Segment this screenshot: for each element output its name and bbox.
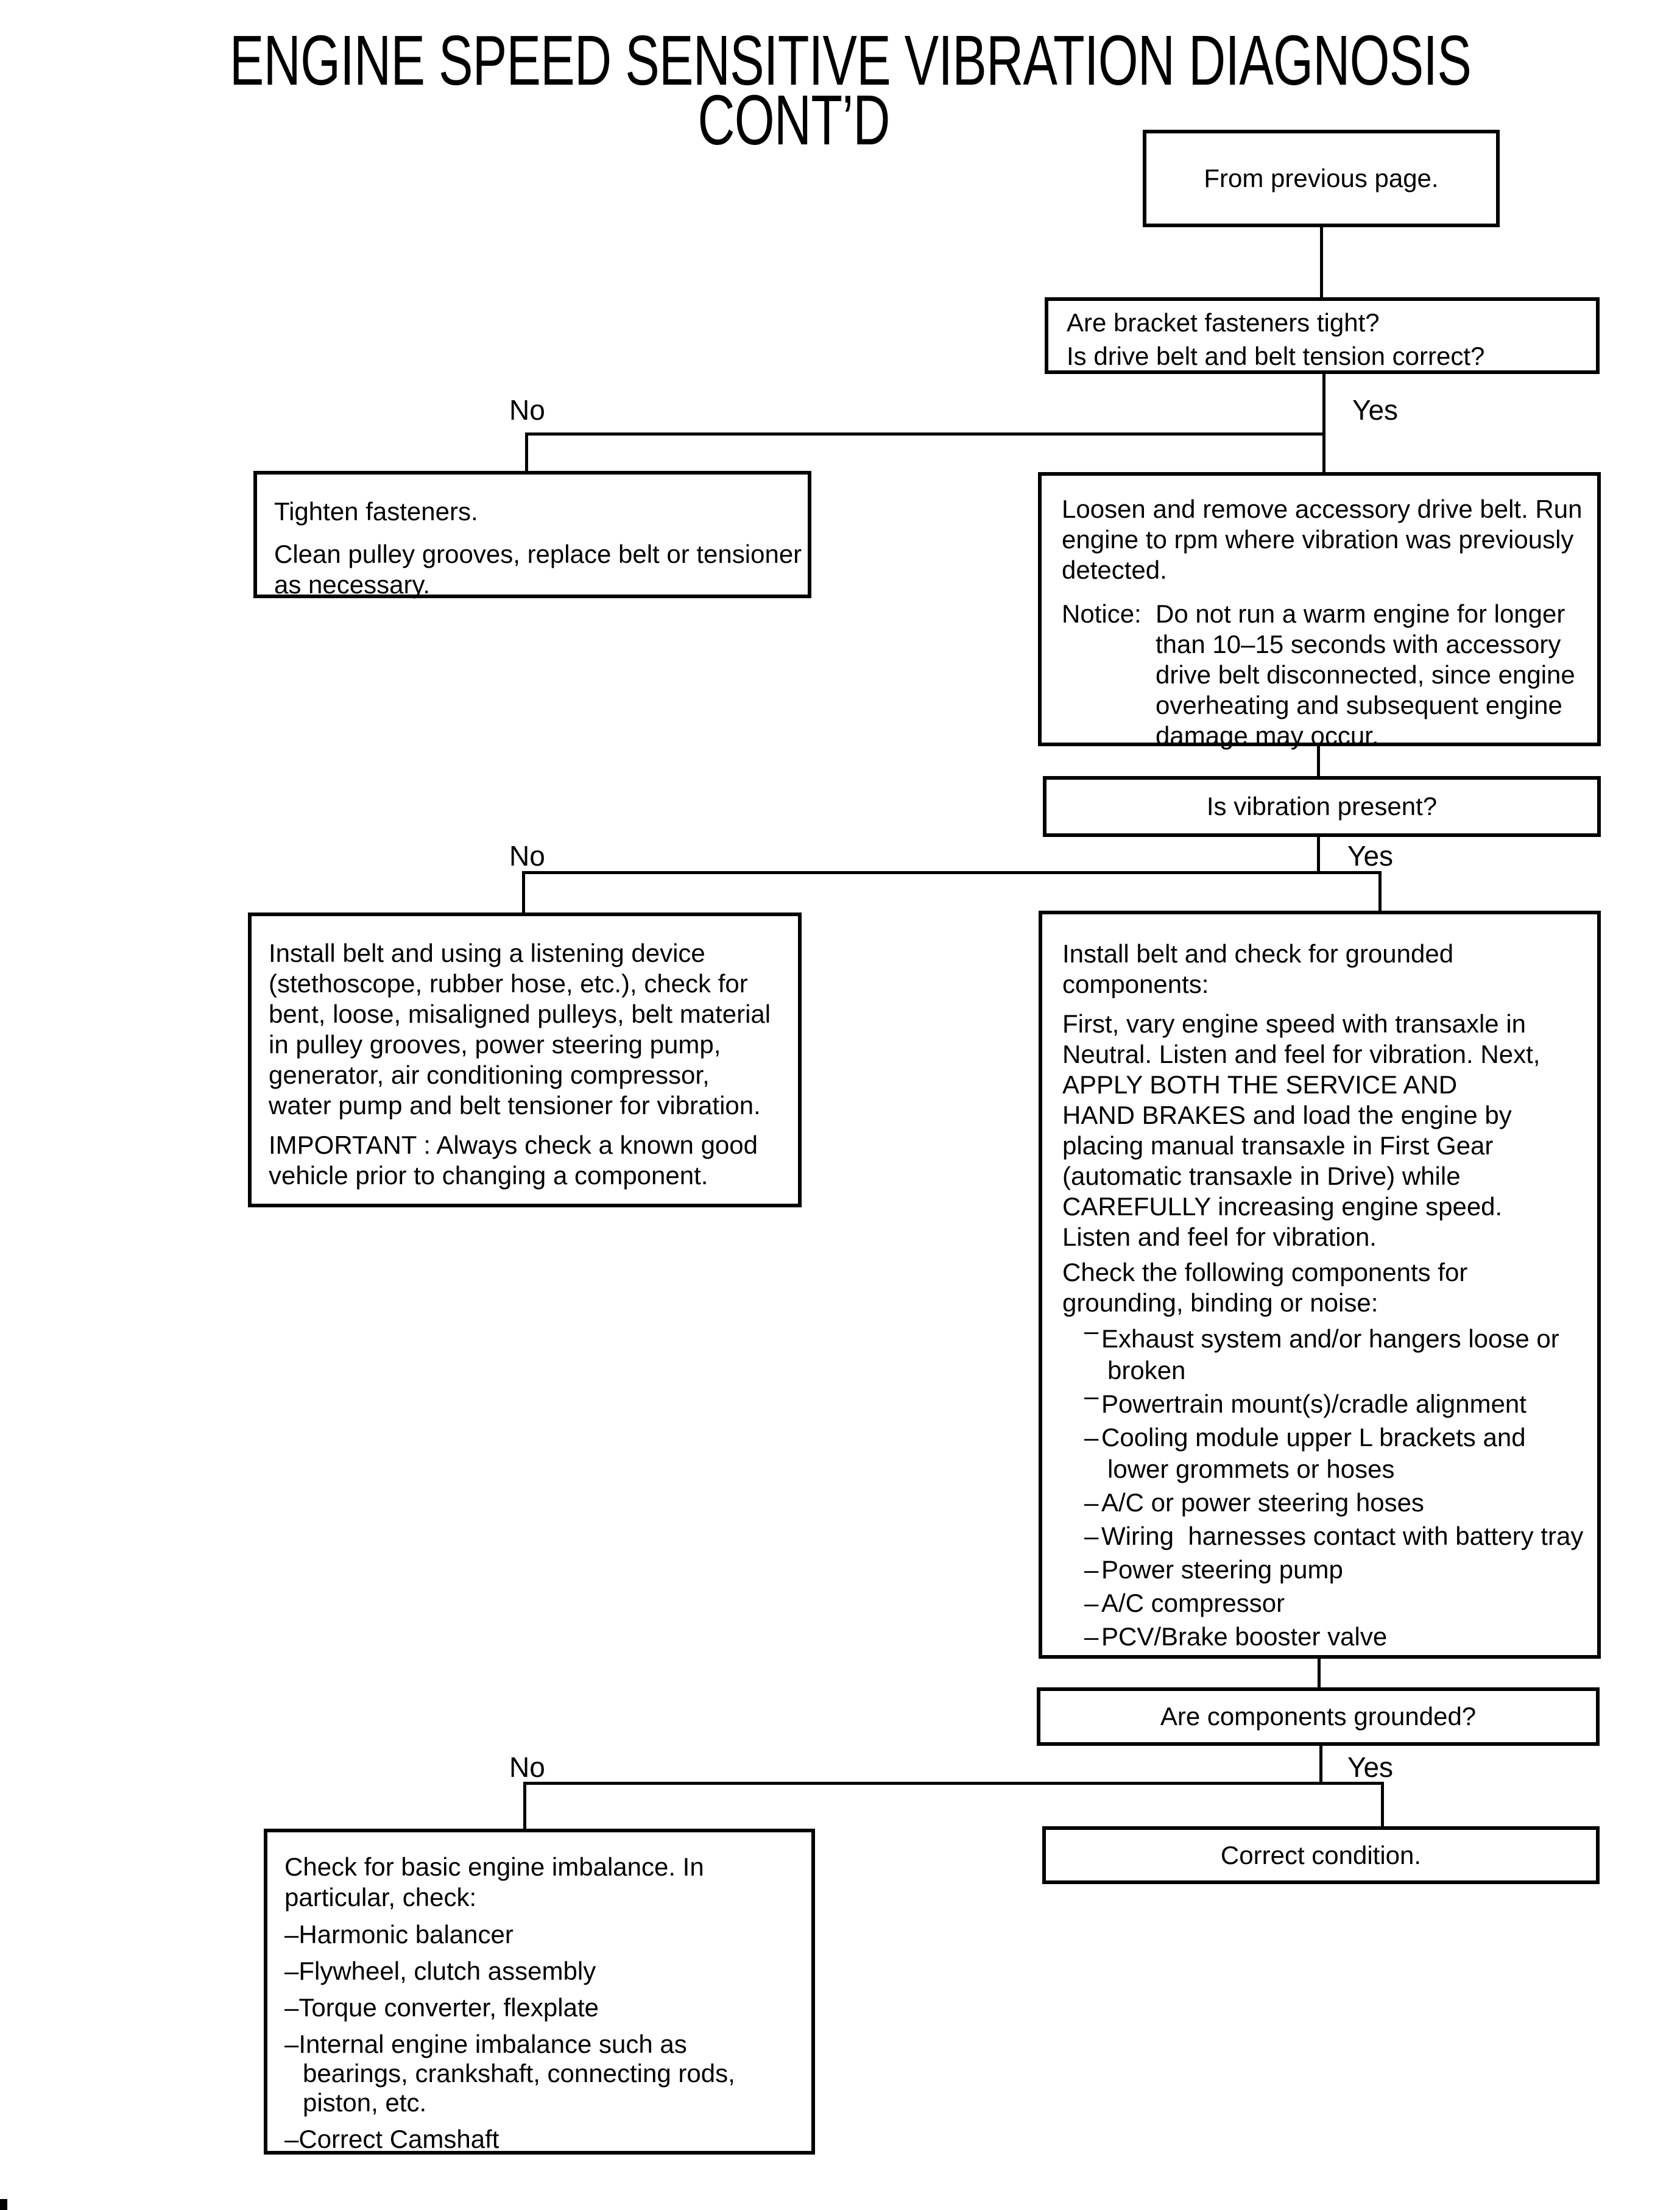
page-title-line1: ENGINE SPEED SENSITIVE VIBRATION DIAGNOS…	[229, 21, 1472, 100]
notice-paragraph: Notice: Do not run a warm engine for lon…	[1062, 599, 1586, 751]
bullet-dash: –	[1084, 1423, 1099, 1452]
correct-condition-box: Correct condition.	[1042, 1826, 1600, 1884]
list-item-text: Wiring harnesses contact with battery tr…	[1101, 1522, 1584, 1550]
list-item: – A/C or power steering hoses	[1062, 1487, 1585, 1519]
no-label: No	[509, 840, 545, 872]
question-vibration-present-text: Is vibration present?	[1206, 792, 1438, 821]
notice-label: Notice:	[1062, 599, 1142, 628]
loosen-remove-belt-box: Loosen and remove accessory drive belt. …	[1038, 472, 1601, 750]
list-item-text: –Correct Camshaft	[284, 2125, 499, 2153]
list-item-text: –Flywheel, clutch assembly	[284, 1957, 596, 1985]
list-item: –Harmonic balancer	[284, 1920, 805, 1949]
connector-line	[1381, 1782, 1384, 1827]
connector-line	[1320, 226, 1323, 298]
install-belt-listen-box: Install belt and using a listening devic…	[248, 913, 802, 1207]
connector-line	[525, 432, 1325, 436]
connector-line	[525, 432, 528, 473]
question-vibration-present: Is vibration present?	[1043, 776, 1601, 837]
bullet-dash: –	[1084, 1522, 1099, 1550]
list-item: – Wiring harnesses contact with battery …	[1062, 1520, 1585, 1552]
yes-label: Yes	[1352, 394, 1399, 426]
list-item: – Exhaust system and/or hangers loose or…	[1062, 1316, 1585, 1386]
list-item: – A/C compressor	[1062, 1587, 1585, 1619]
question-bracket-fasteners-text: Are bracket fasteners tight?Is drive bel…	[1067, 308, 1485, 370]
list-item: –Torque converter, flexplate	[284, 1993, 805, 2022]
from-previous-page-text: From previous page.	[1204, 164, 1439, 192]
question-components-grounded-text: Are components grounded?	[1160, 1702, 1477, 1731]
vary-engine-speed-text: First, vary engine speed with transaxle …	[1062, 1009, 1541, 1251]
install-belt-listen-text: Install belt and using a listening devic…	[269, 939, 771, 1120]
bullet-dash: –	[1084, 1555, 1099, 1584]
bullet-dash: –	[1084, 1382, 1099, 1410]
list-item: –Flywheel, clutch assembly	[284, 1957, 805, 1986]
connector-line	[523, 1782, 1384, 1785]
connector-line	[1322, 373, 1325, 473]
connector-line	[522, 871, 525, 914]
bullet-dash: –	[1084, 1316, 1099, 1345]
list-item-text: Powertrain mount(s)/cradle alignment	[1101, 1389, 1526, 1418]
list-item-text: PCV/Brake booster valve	[1101, 1622, 1388, 1651]
tighten-fasteners-text: Tighten fasteners.	[274, 497, 478, 526]
no-label: No	[509, 1751, 545, 1783]
bullet-dash: –	[1084, 1589, 1099, 1617]
correct-condition-text: Correct condition.	[1220, 1840, 1422, 1869]
scan-artifact-mark	[0, 2199, 7, 2210]
list-item-text: Power steering pump	[1101, 1555, 1343, 1584]
question-bracket-fasteners: Are bracket fasteners tight?Is drive bel…	[1045, 297, 1600, 374]
list-item-text: –Torque converter, flexplate	[284, 1993, 599, 2022]
connector-line	[1378, 871, 1382, 912]
yes-label: Yes	[1347, 840, 1394, 872]
no-label: No	[509, 394, 545, 426]
list-item: – Powertrain mount(s)/cradle alignment	[1062, 1382, 1585, 1420]
clean-pulley-grooves-text: Clean pulley grooves, replace belt or te…	[274, 540, 802, 599]
page-title: ENGINE SPEED SENSITIVE VIBRATION DIAGNOS…	[0, 21, 1587, 160]
list-item-text: A/C or power steering hoses	[1101, 1488, 1424, 1517]
list-item: – PCV/Brake booster valve	[1062, 1621, 1585, 1653]
engine-imbalance-list: –Harmonic balancer –Flywheel, clutch ass…	[284, 1920, 805, 2154]
list-item-text: A/C compressor	[1101, 1589, 1285, 1617]
bullet-dash: –	[1084, 1488, 1099, 1517]
connector-line	[1317, 745, 1320, 777]
question-components-grounded: Are components grounded?	[1037, 1687, 1600, 1746]
tighten-fasteners-box: Tighten fasteners. Clean pulley grooves,…	[253, 471, 811, 599]
from-previous-page-box: From previous page.	[1143, 130, 1500, 227]
connector-line	[1317, 836, 1320, 874]
connector-line	[522, 871, 1382, 874]
list-item: – Power steering pump	[1062, 1554, 1585, 1586]
bullet-dash: –	[1084, 1622, 1099, 1651]
connector-line	[523, 1782, 526, 1830]
grounded-components-list: – Exhaust system and/or hangers loose or…	[1062, 1316, 1585, 1653]
connector-line	[1318, 1658, 1321, 1689]
list-item-text: –Harmonic balancer	[284, 1920, 514, 1949]
yes-label: Yes	[1347, 1751, 1394, 1783]
list-item: –Correct Camshaft	[284, 2125, 805, 2154]
connector-line	[1319, 1743, 1322, 1784]
loosen-remove-belt-text: Loosen and remove accessory drive belt. …	[1062, 495, 1583, 584]
page-title-line2: CONT’D	[697, 80, 890, 160]
